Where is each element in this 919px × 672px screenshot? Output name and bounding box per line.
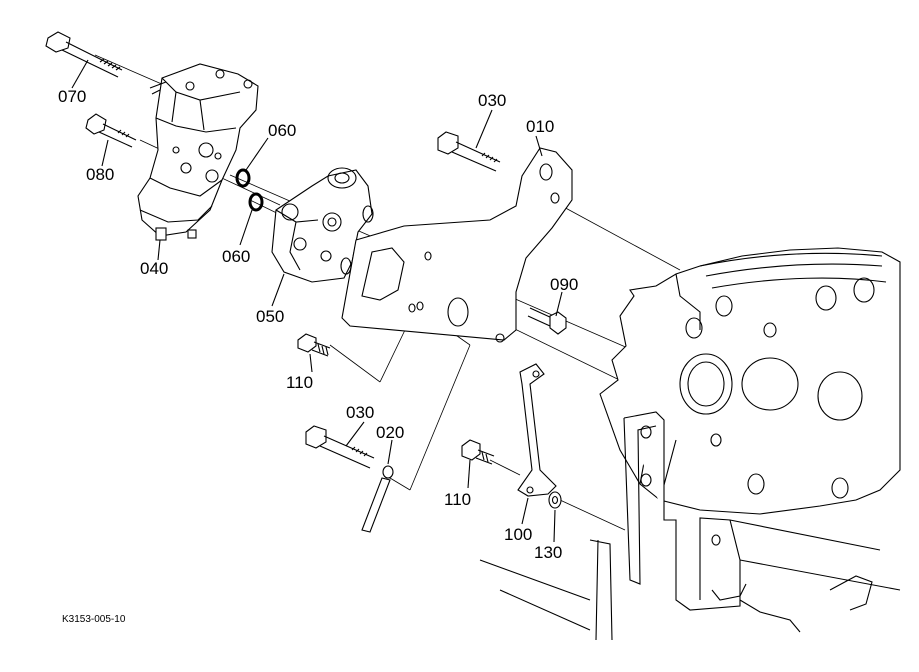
callout-030-lower: 030 [346,403,374,422]
callout-110-lower: 110 [444,490,471,509]
stud-110-lower [461,439,495,465]
leader-lines [71,59,563,543]
stud-110-upper [297,333,331,357]
callout-070: 070 [58,87,86,106]
pump-assembly-040 [137,63,259,241]
bolt-090 [527,307,567,335]
bolt-080 [85,113,137,148]
callout-060-lower: 060 [222,247,250,266]
link-rod-020 [361,465,394,533]
bolt-030-lower [305,425,375,469]
callout-040: 040 [140,259,168,278]
o-ring-060-upper [235,168,251,188]
bolt-030-upper [437,131,501,172]
callout-060-upper: 060 [268,121,296,140]
callout-080: 080 [86,165,114,184]
bracket-plate-010 [341,147,573,343]
drawing-code: K3153-005-10 [62,614,126,625]
callout-050: 050 [256,307,284,326]
callout-020: 020 [376,423,404,442]
valve-body-050 [271,167,374,283]
arm-100 [517,363,557,497]
o-ring-060-lower [248,192,264,212]
callout-100: 100 [504,525,532,544]
callout-130: 130 [534,543,562,562]
callout-010: 010 [526,117,554,136]
callout-090: 090 [550,275,578,294]
washer-130 [548,491,562,509]
callout-110-upper: 110 [286,373,313,392]
support-frame [479,411,901,641]
callout-030-upper: 030 [478,91,506,110]
bolt-070 [45,31,123,78]
